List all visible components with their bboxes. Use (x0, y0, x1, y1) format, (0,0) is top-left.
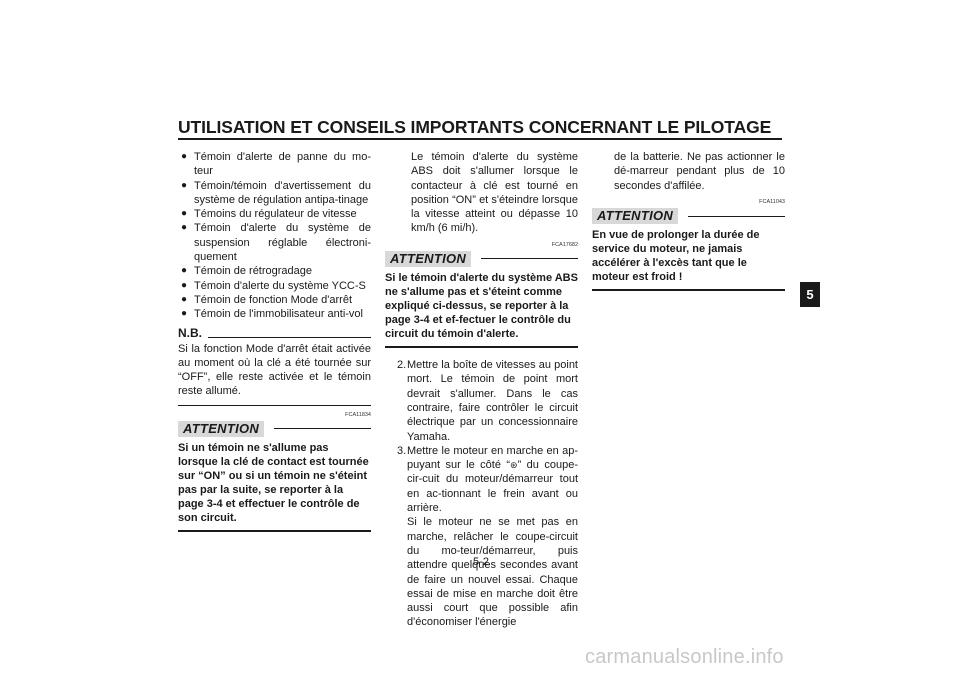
column-3: de la batterie. Ne pas actionner le dé-m… (592, 150, 785, 292)
continued-text: de la batterie. Ne pas actionner le dé-m… (614, 151, 785, 192)
procedure-steps: 2. Mettre la boîte de vitesses au point … (385, 358, 578, 630)
attention-rule (481, 258, 578, 260)
note-heading: N.B. (178, 326, 371, 340)
step-text: ” du coupe-cir-cuit du moteur/démarreur … (407, 459, 578, 515)
bullet-icon: ● (181, 293, 188, 305)
list-item: ●Témoin de fonction Mode d'arrêt (181, 293, 353, 306)
attention-badge: ATTENTION (385, 250, 472, 268)
attention-code: FCA17682 (551, 241, 578, 248)
step-item: 3. Mettre le moteur en marche en ap-puya… (385, 444, 578, 630)
title-rule (178, 138, 782, 140)
attention-heading: ATTENTION (592, 207, 785, 225)
list-item: ●Témoin de rétrogradage (181, 265, 313, 278)
bullet-icon: ● (181, 265, 188, 277)
list-item: ●Témoin d'alerte de panne du mo-teur (181, 151, 371, 178)
note-rule (208, 336, 371, 338)
step-number: 3. (397, 444, 407, 457)
bullet-icon: ● (181, 151, 188, 162)
attention-text: Si le témoin d'alerte du système ABS ne … (385, 272, 578, 341)
step-text: Mettre le moteur en marche en ap-puyant … (407, 444, 578, 472)
section-tab: 5 (800, 282, 820, 307)
attention-text: En vue de prolonger la durée de service … (592, 229, 760, 284)
attention-badge: ATTENTION (178, 420, 265, 438)
attention-end-rule (178, 530, 371, 533)
page-title: UTILISATION ET CONSEILS IMPORTANTS CONCE… (178, 117, 772, 137)
attention-rule (274, 428, 371, 430)
attention-text: Si un témoin ne s'allume pas lorsque la … (178, 442, 369, 525)
note-label: N.B. (178, 325, 202, 340)
attention-rule (688, 215, 785, 217)
column-2: Le témoin d'alerte du système ABS doit s… (385, 150, 578, 630)
indicator-list: ●Témoin d'alerte de panne du mo-teur ●Té… (178, 150, 371, 322)
attention-code: FCA11834 (345, 411, 371, 418)
list-item: ●Témoin de l'immobilisateur anti-vol (181, 308, 363, 321)
bullet-icon: ● (181, 279, 188, 291)
bullet-icon: ● (181, 308, 188, 320)
abs-intro-text: Le témoin d'alerte du système ABS doit s… (411, 151, 578, 235)
bullet-icon: ● (181, 208, 188, 220)
watermark: carmanualsonline.info (585, 646, 784, 668)
attention-heading: ATTENTION (178, 420, 371, 438)
step-text: Mettre la boîte de vitesses au point mor… (407, 359, 578, 443)
attention-badge: ATTENTION (592, 207, 679, 225)
step-item: 2. Mettre la boîte de vitesses au point … (385, 358, 578, 444)
list-item: ●Témoins du régulateur de vitesse (181, 208, 357, 221)
bullet-icon: ● (181, 179, 188, 191)
attention-code: FCA11043 (759, 198, 785, 205)
start-symbol-icon: ⊛ (510, 460, 518, 471)
attention-heading: ATTENTION (385, 250, 578, 268)
list-item: ●Témoin d'alerte du système de suspensio… (181, 222, 371, 264)
step-text: Si le moteur ne se met pas en marche, re… (407, 516, 578, 629)
bullet-icon: ● (181, 222, 188, 234)
attention-end-rule (592, 289, 785, 292)
step-number: 2. (397, 359, 407, 372)
note-end-rule (178, 404, 371, 406)
attention-end-rule (385, 346, 578, 349)
page-number: 5-2 (473, 556, 489, 568)
list-item: ●Témoin d'alerte du système YCC-S (181, 279, 366, 292)
note-text: Si la fonction Mode d'arrêt était activé… (178, 342, 371, 398)
list-item: ●Témoin/témoin d'avertissement du systèm… (181, 179, 371, 206)
column-1: ●Témoin d'alerte de panne du mo-teur ●Té… (178, 150, 371, 533)
